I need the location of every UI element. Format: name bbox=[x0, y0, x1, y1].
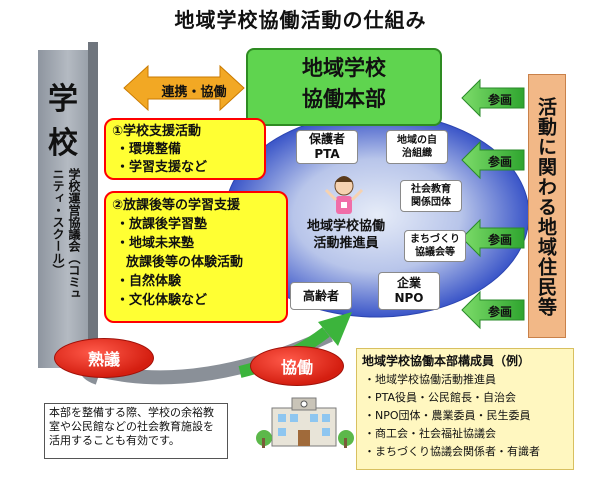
afterschool-heading: ②放課後等の学習支援 bbox=[112, 198, 241, 213]
afterschool-item: ・放課後学習塾 bbox=[116, 217, 208, 232]
afterschool-item: ・地域未来塾 bbox=[116, 236, 195, 251]
headquarters-line2: 協働本部 bbox=[302, 87, 386, 111]
member-item: ・まちづくり協議会関係者・有識者 bbox=[364, 445, 540, 458]
school-support-text: ①学校支援活動 ・環境整備 ・学習支援など bbox=[112, 123, 262, 177]
local-government-box: 地域の自治組織 bbox=[386, 130, 448, 164]
headquarters-line1: 地域学校 bbox=[302, 56, 386, 80]
member-item: ・地域学校協働活動推進員 bbox=[364, 373, 496, 386]
participate-label: 参画 bbox=[487, 233, 512, 247]
school-pillar-side bbox=[88, 42, 98, 368]
headquarters-label: 地域学校 協働本部 bbox=[246, 53, 442, 115]
local-gov-line2: 治組織 bbox=[402, 148, 432, 159]
school-building-icon bbox=[256, 397, 354, 448]
members-box bbox=[356, 348, 574, 470]
discussion-ellipse: 熟議 bbox=[54, 338, 154, 378]
member-item: ・NPO団体・農業委員・民生委員 bbox=[364, 409, 531, 422]
school-council-label: 学校運営協議会（コミュニティ・スクール） bbox=[51, 168, 81, 300]
elderly-label: 高齢者 bbox=[302, 288, 339, 303]
collaboration-label: 連携・協働 bbox=[161, 85, 227, 100]
afterschool-support-text: ②放課後等の学習支援 ・放課後学習塾 ・地域未来塾 放課後等の体験活動 ・自然体… bbox=[112, 196, 284, 310]
company-line2: NPO bbox=[394, 291, 424, 305]
afterschool-item: 放課後等の体験活動 bbox=[126, 255, 244, 270]
school-label-char2: 校 bbox=[48, 126, 78, 161]
coordinator-person-icon bbox=[324, 176, 364, 214]
afterschool-item: ・自然体験 bbox=[116, 274, 182, 289]
coordinator-label: 地域学校協働 活動推進員 bbox=[296, 218, 396, 252]
residents-box bbox=[528, 74, 566, 338]
support-item: ・環境整備 bbox=[116, 142, 182, 157]
town-line2: 協議会等 bbox=[415, 247, 455, 258]
cycle-arrow-head bbox=[318, 312, 352, 346]
participate-label: 参画 bbox=[487, 155, 512, 169]
collaboration-arrow-shape bbox=[123, 64, 245, 112]
elderly-box: 高齢者 bbox=[290, 282, 352, 310]
school-label-char1: 学 bbox=[48, 82, 78, 117]
residents-label: 活動に関わる地域住民等 bbox=[535, 97, 557, 317]
note-box: 本部を整備する際、学校の余裕教室や公民館などの社会教育施設を活用することも有効で… bbox=[44, 403, 228, 459]
social-education-box: 社会教育関係団体 bbox=[400, 180, 462, 212]
local-gov-line1: 地域の自 bbox=[397, 135, 437, 146]
social-edu-line1: 社会教育 bbox=[411, 184, 451, 195]
coordinator-line1: 地域学校協働 bbox=[306, 219, 385, 234]
school-support-heading: ①学校支援活動 bbox=[112, 124, 202, 139]
page-title: 地域学校協働活動の仕組み bbox=[174, 8, 427, 32]
school-pillar bbox=[38, 50, 88, 368]
members-title: 地域学校協働本部構成員（例） bbox=[362, 354, 531, 368]
coordinator-line2: 活動推進員 bbox=[313, 236, 379, 251]
member-item: ・商工会・社会福祉協議会 bbox=[364, 427, 496, 440]
afterschool-item: ・文化体験など bbox=[116, 293, 208, 308]
support-item: ・学習支援など bbox=[116, 160, 208, 175]
participate-label: 参画 bbox=[487, 305, 512, 319]
participate-label: 参画 bbox=[487, 93, 512, 107]
pta-line2: PTA bbox=[314, 147, 340, 161]
member-item: ・PTA役員・公民館長・自治会 bbox=[364, 391, 517, 404]
afterschool-support-box bbox=[104, 191, 288, 323]
participate-arrows bbox=[461, 78, 525, 330]
town-council-box: まちづくり協議会等 bbox=[404, 230, 466, 262]
social-edu-line2: 関係団体 bbox=[411, 197, 451, 208]
headquarters-box bbox=[246, 48, 442, 126]
company-line1: 企業 bbox=[396, 276, 421, 290]
school-support-box bbox=[104, 118, 266, 180]
pta-line1: 保護者 bbox=[308, 132, 345, 146]
town-line1: まちづくり bbox=[410, 234, 460, 245]
cooperation-ellipse: 協働 bbox=[250, 346, 344, 386]
